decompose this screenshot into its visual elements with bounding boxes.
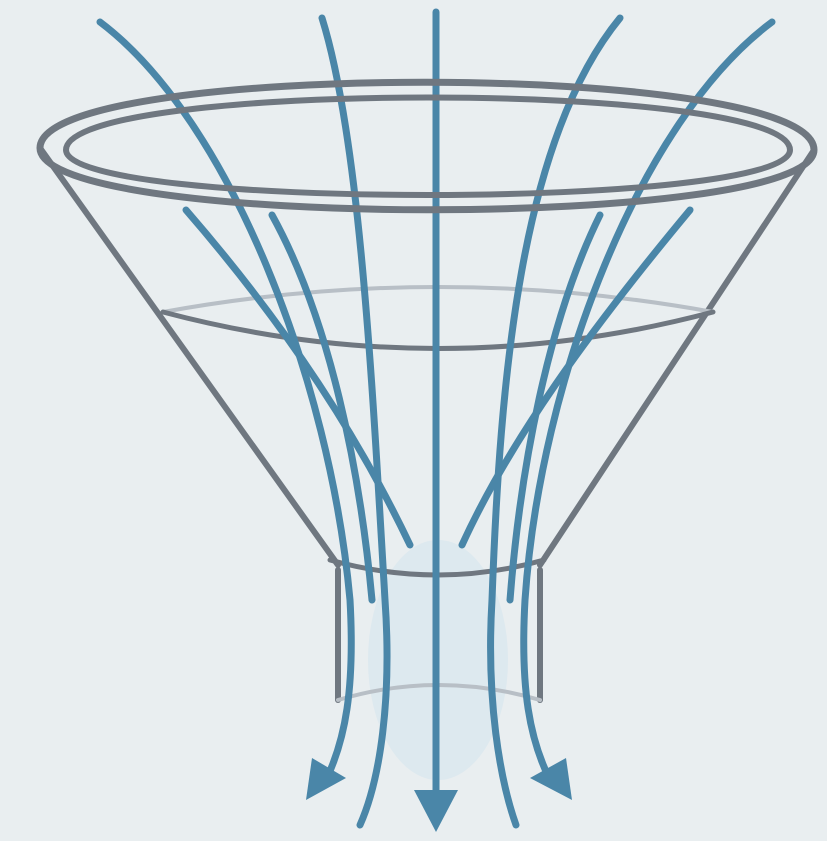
flow-lines <box>100 12 772 825</box>
arrowhead-center-icon <box>414 790 458 832</box>
funnel-rim <box>40 82 814 210</box>
funnel-rim-inner <box>66 98 790 196</box>
arrowhead-right-icon <box>530 758 572 800</box>
funnel-right-side <box>540 150 814 565</box>
funnel-rim-outer <box>40 82 814 210</box>
flow-line <box>100 22 351 780</box>
arrowhead-left-icon <box>306 758 346 800</box>
